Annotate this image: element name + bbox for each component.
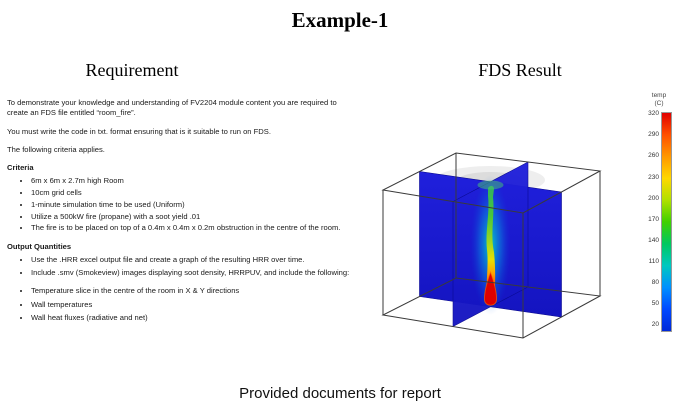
- fire-plume: [486, 185, 496, 305]
- colorbar-tick: 170: [648, 215, 659, 223]
- list-item: Wall temperatures: [31, 300, 353, 310]
- colorbar-tick: 140: [648, 236, 659, 244]
- colorbar-tick: 320: [648, 110, 659, 118]
- output-quantities-list: Use the .HRR excel output file and creat…: [7, 255, 353, 279]
- requirement-paragraph-2: You must write the code in txt. format e…: [7, 126, 271, 136]
- footer-caption: Provided documents for report: [239, 385, 441, 402]
- list-item: Use the .HRR excel output file and creat…: [31, 255, 353, 265]
- colorbar-gradient: [661, 112, 672, 333]
- colorbar-tick: 230: [648, 173, 659, 181]
- colorbar-label-line2: (C): [654, 100, 664, 108]
- colorbar-ticks: 320 290 260 230 200 170 140 110 80 50 20: [641, 110, 661, 328]
- list-item: Utilize a 500kW fire (propane) with a so…: [31, 212, 353, 222]
- requirement-paragraph-3: The following criteria applies.: [7, 144, 105, 154]
- smokeview-render: [381, 152, 602, 339]
- plume-ceiling-spread: [477, 180, 504, 190]
- output-sub-list: Temperature slice in the centre of the r…: [7, 286, 353, 323]
- list-item: Temperature slice in the centre of the r…: [31, 286, 353, 296]
- criteria-list: 6m x 6m x 2.7m high Room 10cm grid cells…: [7, 176, 353, 233]
- list-item: The fire is to be placed on top of a 0.4…: [31, 223, 353, 233]
- colorbar-tick: 290: [648, 131, 659, 139]
- list-item: 10cm grid cells: [31, 188, 353, 198]
- fds-result-heading: FDS Result: [478, 60, 562, 80]
- colorbar-tick: 20: [651, 321, 659, 329]
- list-item: Include .smv (Smokeview) images displayi…: [31, 268, 353, 278]
- colorbar-tick: 80: [651, 279, 659, 286]
- colorbar-label-line1: temp: [651, 92, 667, 99]
- requirement-body: To demonstrate your knowledge and unders…: [7, 98, 353, 331]
- colorbar-tick: 50: [651, 300, 659, 308]
- flame-core: [483, 270, 498, 306]
- temperature-colorbar: temp (C) 320 290 260 230 200 170 140 110…: [641, 92, 677, 340]
- room-wireframe: [381, 152, 602, 339]
- colorbar-body: 320 290 260 230 200 170 140 110 80 50 20: [641, 110, 677, 333]
- fds-3d-visualization: [338, 100, 640, 372]
- criteria-heading: Criteria: [7, 163, 34, 172]
- colorbar-label: temp (C): [641, 92, 677, 108]
- output-quantities-heading: Output Quantities: [7, 241, 72, 251]
- list-item: 6m x 6m x 2.7m high Room: [31, 176, 353, 186]
- requirement-paragraph-1: To demonstrate your knowledge and unders…: [7, 98, 337, 118]
- requirement-heading: Requirement: [85, 60, 179, 80]
- list-item: 1-minute simulation time to be used (Uni…: [31, 200, 353, 210]
- colorbar-tick: 200: [648, 194, 659, 202]
- colorbar-tick: 110: [648, 257, 659, 265]
- list-item: Wall heat fluxes (radiative and net): [31, 313, 353, 323]
- colorbar-tick: 260: [648, 152, 659, 160]
- page-title: Example-1: [291, 8, 389, 32]
